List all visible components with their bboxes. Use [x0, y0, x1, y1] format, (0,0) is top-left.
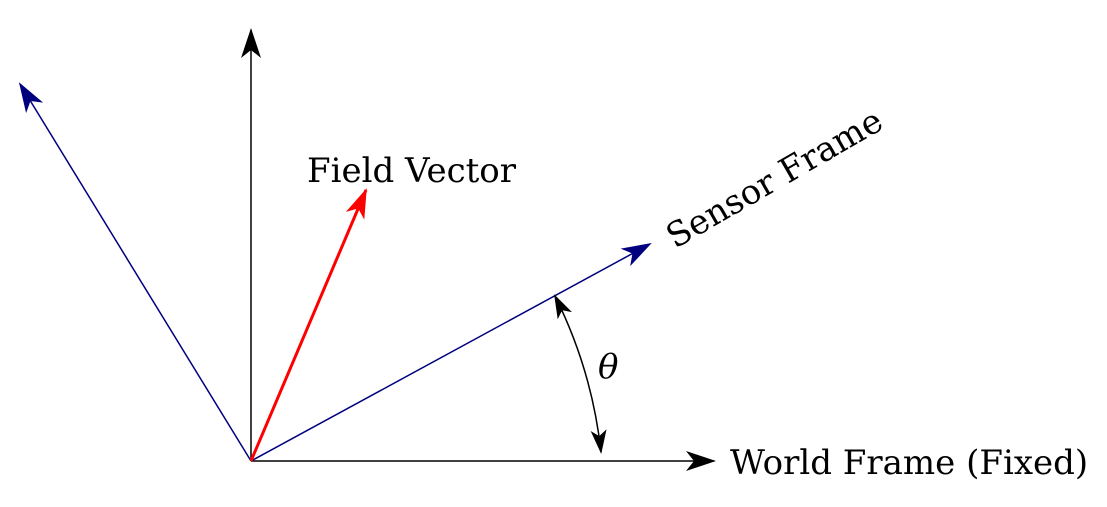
world-frame-label: World Frame (Fixed) [730, 443, 1088, 483]
field-vector-arrow [249, 188, 368, 462]
angle-theta-label: θ [598, 347, 618, 387]
field-vector-label: Field Vector [307, 151, 517, 191]
sensor-frame-y-axis [18, 82, 252, 462]
sensor-frame-x-axis [250, 243, 652, 462]
angle-theta-arc [554, 294, 607, 454]
sensor-frame-label: Sensor Frame [660, 101, 890, 257]
